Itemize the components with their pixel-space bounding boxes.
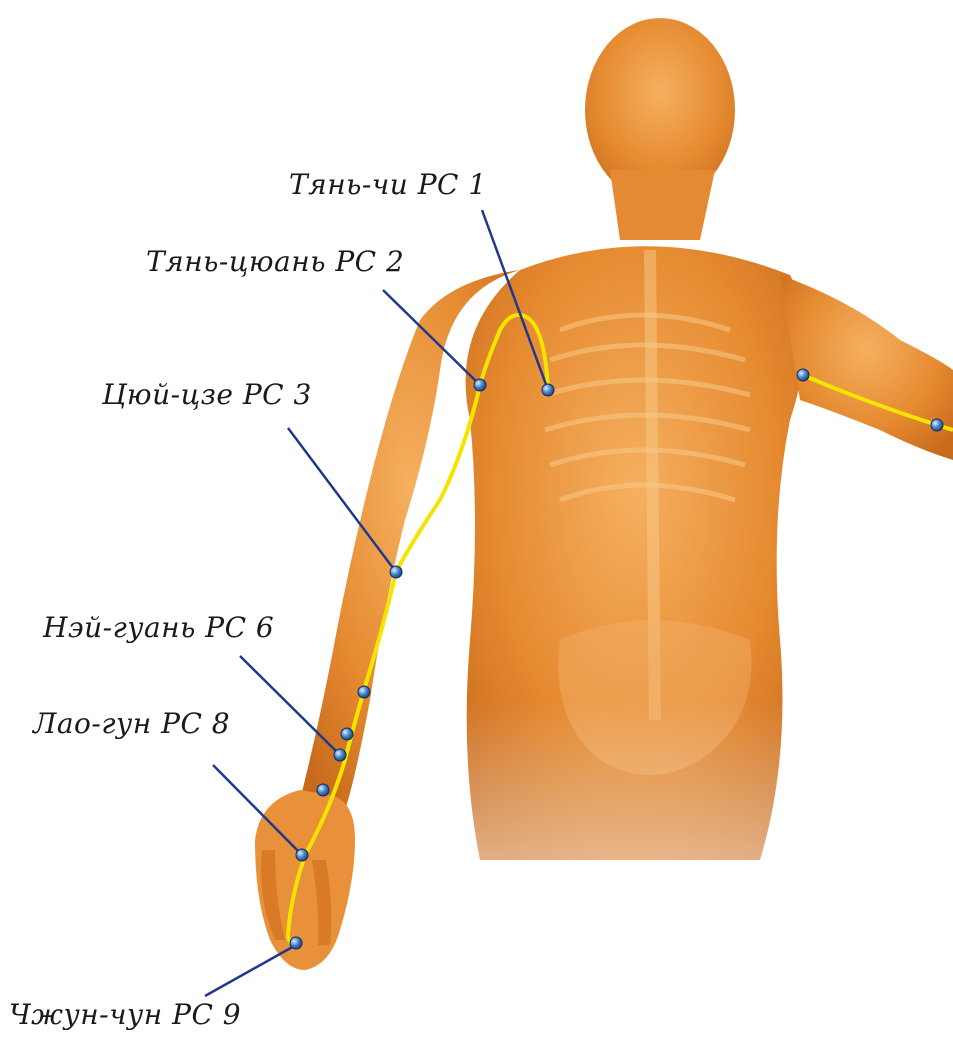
leader-line-pc9: [205, 945, 296, 996]
label-pc2: Тянь-цюань PC 2: [146, 245, 404, 278]
point-pc4: [358, 686, 370, 698]
label-pc1: Тянь-чи PC 1: [289, 168, 487, 201]
point-pc6: [334, 749, 346, 761]
point-right-arm-1: [797, 369, 809, 381]
label-pc3: Цюй-цзе PC 3: [102, 378, 312, 411]
point-pc8: [296, 849, 308, 861]
point-pc2: [474, 379, 486, 391]
point-pc1: [542, 384, 554, 396]
point-right-arm-2: [931, 419, 943, 431]
point-pc5: [341, 728, 353, 740]
label-pc9: Чжун-чун PC 9: [9, 998, 241, 1031]
point-pc7: [317, 784, 329, 796]
point-pc3: [390, 566, 402, 578]
label-pc6: Нэй-гуань PC 6: [43, 611, 274, 644]
label-pc8: Лао-гун PC 8: [33, 707, 230, 740]
point-pc9: [290, 937, 302, 949]
